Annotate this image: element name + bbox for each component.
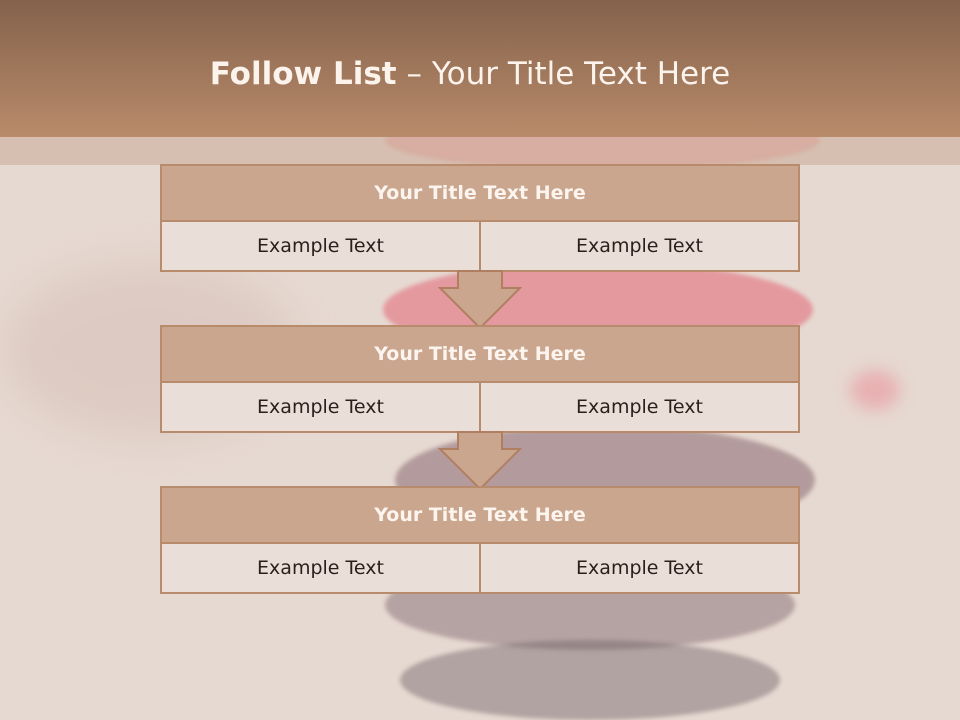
list-block-1: Your Title Text Here Example Text Exampl… [160, 164, 800, 272]
list-block-2: Your Title Text Here Example Text Exampl… [160, 325, 800, 433]
down-arrow-icon [438, 270, 522, 330]
block-title: Your Title Text Here [162, 327, 798, 383]
macaron-bottom [400, 640, 780, 720]
block-row: Example Text Example Text [162, 222, 798, 270]
slide-title-bold: Follow List [209, 56, 397, 92]
list-block-3: Your Title Text Here Example Text Exampl… [160, 486, 800, 594]
background-sprinkle-right [850, 370, 900, 410]
down-arrow-icon [438, 431, 522, 491]
slide-title-rest: – Your Title Text Here [396, 56, 731, 92]
header-band [0, 0, 960, 137]
slide-title: Follow List – Your Title Text Here [0, 56, 940, 92]
block-cell-left: Example Text [257, 557, 384, 579]
block-cell-right: Example Text [479, 222, 798, 270]
block-cell-right: Example Text [479, 383, 798, 431]
block-title: Your Title Text Here [162, 488, 798, 544]
block-cell-left: Example Text [257, 235, 384, 257]
block-cell-left: Example Text [257, 396, 384, 418]
block-row: Example Text Example Text [162, 544, 798, 592]
block-row: Example Text Example Text [162, 383, 798, 431]
block-cell-right: Example Text [479, 544, 798, 592]
block-title: Your Title Text Here [162, 166, 798, 222]
header-shadow-band [0, 137, 960, 165]
